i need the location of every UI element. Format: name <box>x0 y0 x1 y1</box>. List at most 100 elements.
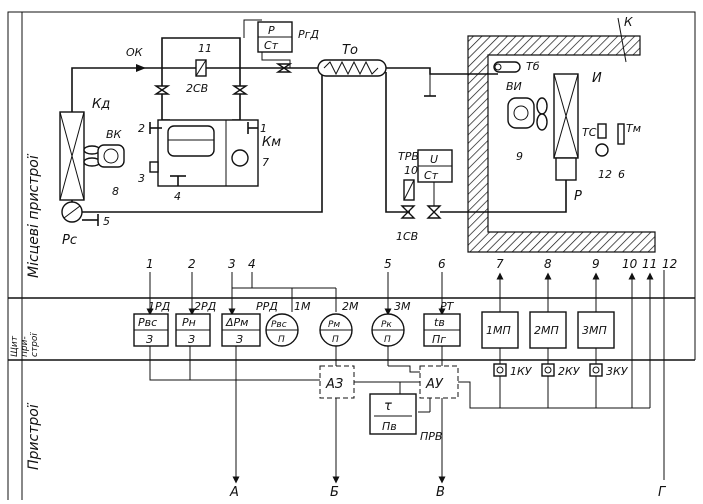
evaporator-label: И <box>592 71 602 86</box>
button-2ku-label: 2КУ <box>558 365 581 378</box>
device-wiring <box>149 346 650 484</box>
gauge-2m-bottom: П <box>332 335 339 345</box>
relay-1rd-bottom: З <box>146 333 153 346</box>
starter-1mp: 1МП <box>481 311 519 349</box>
tap-3 <box>149 161 159 173</box>
condenser-label: Кд <box>92 97 110 112</box>
tc-label: ТС <box>582 126 597 139</box>
relay-rrd-top: ΔРм <box>225 316 248 329</box>
gauge-1m-top: Рвс <box>271 320 287 330</box>
heat-exchanger-label: То <box>342 43 358 58</box>
num-6-label: 6 <box>618 168 625 181</box>
controller-u: U <box>430 153 438 166</box>
pump-label: Рс <box>62 233 77 248</box>
sensor-tb-label: Тб <box>526 60 540 73</box>
trv-valve <box>426 205 442 219</box>
ok-valve-label: ОК <box>126 46 144 59</box>
relay-1rd: Рвс З 1РД <box>133 300 171 347</box>
chamber-pointer <box>617 17 627 63</box>
valve-2sv-label: 2СВ <box>186 82 208 95</box>
signal-num-2: 2 <box>188 257 196 271</box>
valve-2sv-left <box>153 85 171 95</box>
pipe-trv <box>385 72 410 213</box>
tm-sensor <box>617 123 625 145</box>
heat-exchanger <box>317 59 387 77</box>
output-b: Б <box>330 485 339 500</box>
pipe-bypass-11 <box>161 37 241 68</box>
gauge-1m-bottom: П <box>278 335 285 345</box>
pump-num: 5 <box>103 215 110 228</box>
motor-7 <box>231 149 249 167</box>
receiver-label: Р <box>574 189 582 204</box>
side-label-panel-1: Щит <box>10 335 20 357</box>
button-1ku-label: 1КУ <box>510 365 533 378</box>
tc-sensor <box>597 123 607 139</box>
signal-num-6: 6 <box>438 257 446 271</box>
gauge-1m: Рвс П 1М <box>265 300 311 347</box>
valve-2sv-right <box>231 85 249 95</box>
button-1ku: 1КУ <box>493 348 533 378</box>
signal-lines <box>146 270 665 480</box>
signal-num-12: 12 <box>662 257 677 271</box>
tm-label: Тм <box>626 122 641 135</box>
motor-7-label: 7 <box>262 156 269 169</box>
motor-8 <box>97 144 125 168</box>
tap-2-label: 2 <box>138 122 145 135</box>
side-label-panel-3: строї <box>30 332 40 357</box>
chamber-label: К <box>624 15 633 29</box>
side-label-panel-2: при- <box>20 336 30 357</box>
chamber-wall <box>467 35 656 253</box>
relay-2rd-bottom: З <box>188 333 195 346</box>
gauge-3m: Рк П 3М <box>371 300 411 347</box>
device-au-label: АУ <box>425 377 444 392</box>
fan-vi-blade-2 <box>536 113 548 131</box>
tc-bulb <box>595 143 609 157</box>
compressor-label: Км <box>262 135 281 150</box>
button-3ku-label: 3КУ <box>606 365 629 378</box>
signal-num-9: 9 <box>592 257 600 271</box>
relay-rt-tag: РТ <box>440 300 455 313</box>
output-v: В <box>436 485 445 500</box>
gauge-2m-top: Рм <box>328 320 340 330</box>
fan-vi-blade-1 <box>536 97 548 115</box>
gauge-3m-top: Рк <box>381 320 392 330</box>
relay-connection-2 <box>243 19 262 38</box>
gauge-3m-bottom: П <box>384 335 391 345</box>
relay-rt: tв Пг РТ <box>423 300 461 347</box>
device-au <box>419 365 459 399</box>
relay-2rd: Рн З 2РД <box>175 300 217 347</box>
relay-rt-top: tв <box>434 316 445 329</box>
starter-2mp-label: 2МП <box>534 324 559 337</box>
relay-1rd-tag: 1РД <box>148 300 171 313</box>
button-3ku: 3КУ <box>589 348 629 378</box>
side-label-devices: Пристрої <box>26 402 42 470</box>
device-az-label: АЗ <box>325 377 343 392</box>
pipe-evap-return <box>440 180 567 213</box>
signal-num-3: 3 <box>228 257 236 271</box>
pipe-top-left <box>71 67 318 112</box>
button-2ku: 2КУ <box>541 348 581 378</box>
gauge-2m: Рм П 2М <box>319 300 359 347</box>
motor-9-label: 9 <box>516 150 523 163</box>
signal-num-11: 11 <box>642 257 657 271</box>
controller-st: Ст <box>424 169 439 182</box>
device-prv <box>369 393 417 435</box>
motor-8-label: 8 <box>112 185 119 198</box>
signal-num-4: 4 <box>248 257 256 271</box>
signal-num-1: 1 <box>146 257 154 271</box>
motor-9 <box>507 97 535 129</box>
pressure-relay-p: Р <box>268 24 275 37</box>
starter-3mp: 3МП <box>577 311 615 349</box>
gauge-1m-tag: 1М <box>294 300 311 313</box>
valve-1sv-label: 1СВ <box>396 230 418 243</box>
relay-1rd-top: Рвс <box>138 316 157 329</box>
valve-11-label: 11 <box>198 42 212 55</box>
device-prv-top: τ <box>384 399 392 414</box>
device-prv-bottom: Пв <box>382 420 397 433</box>
starter-2mp: 2МП <box>529 311 567 349</box>
evaporator-tray <box>555 157 577 181</box>
compressor-cylinder <box>167 125 215 157</box>
fan-vk-label: ВК <box>106 128 123 141</box>
